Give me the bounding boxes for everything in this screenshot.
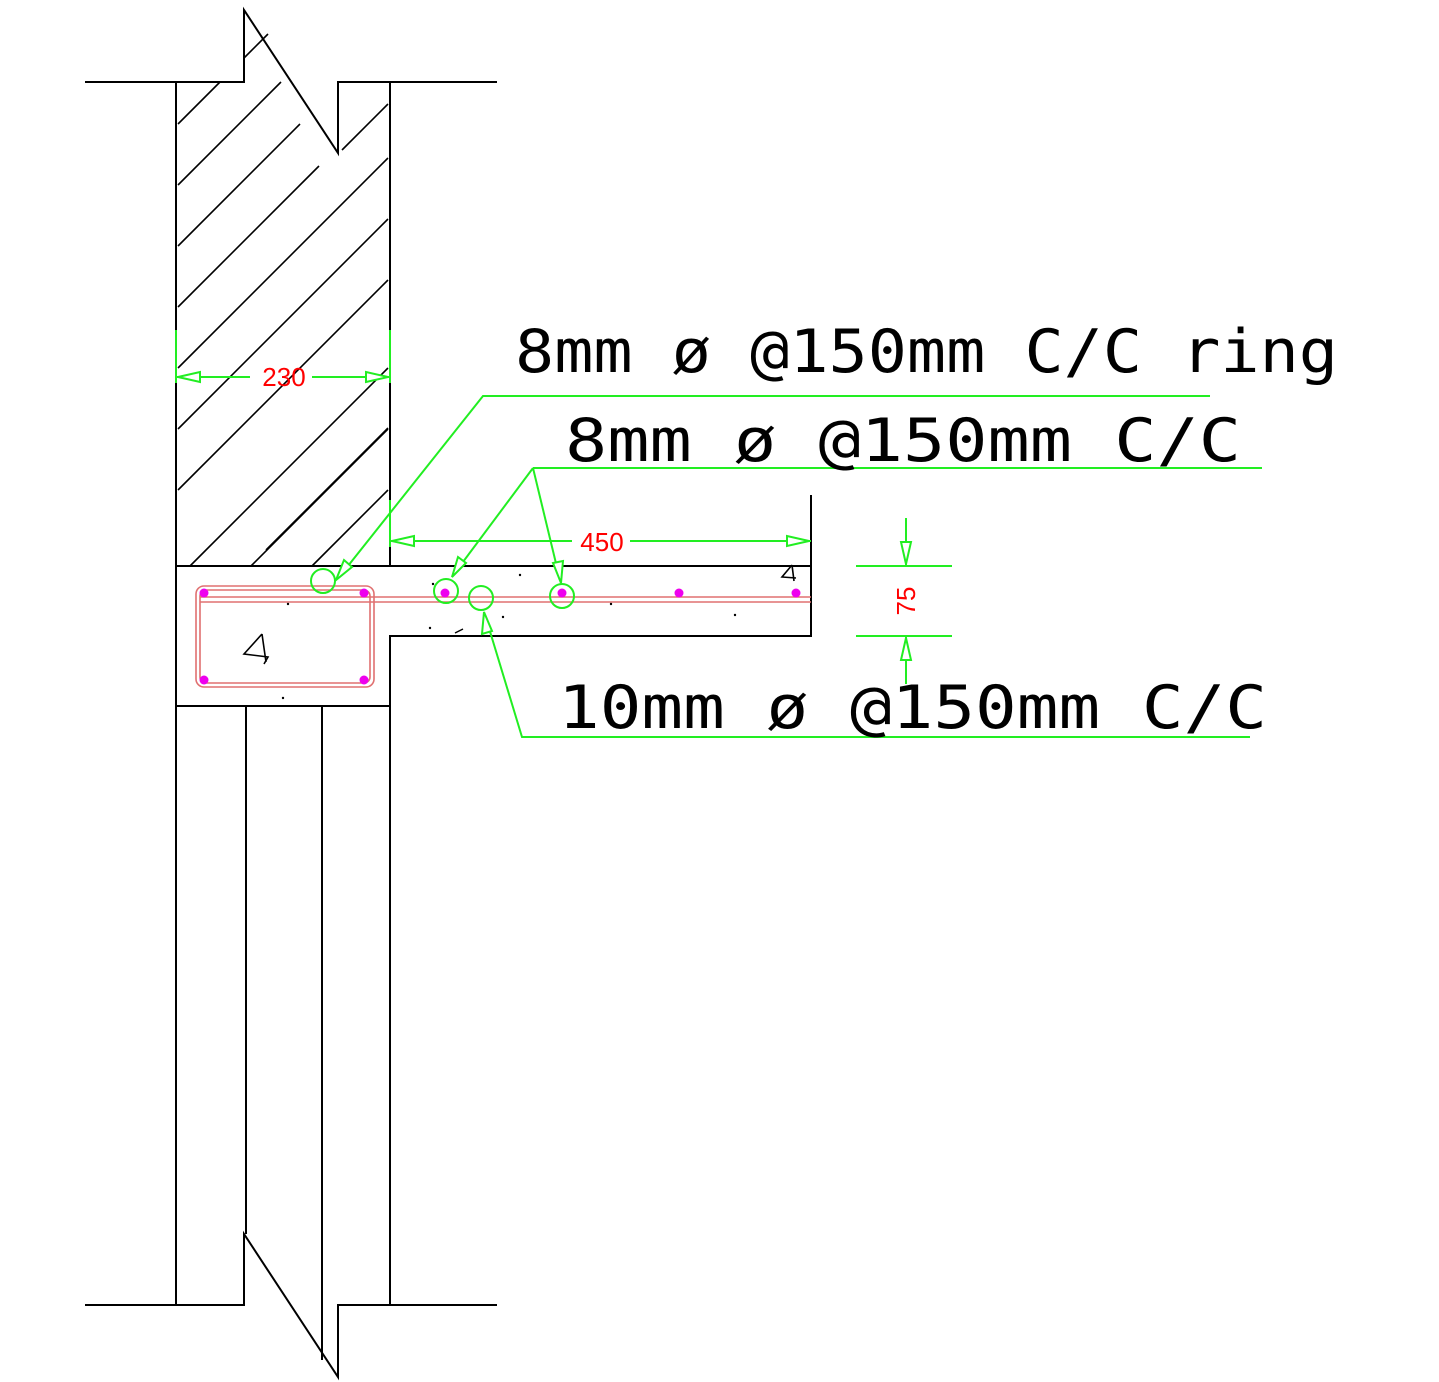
leader-ring-bar: 8mm ø @150mm C/C ring xyxy=(310,317,1338,594)
dimension-230: 230 xyxy=(175,330,391,392)
dimension-450: 450 xyxy=(389,500,811,557)
bar-dot xyxy=(199,588,209,598)
concrete-specks xyxy=(281,573,737,700)
bar-dot xyxy=(440,588,450,598)
dimension-230-text: 230 xyxy=(262,362,305,392)
bar-dot xyxy=(674,588,684,598)
upper-break-line xyxy=(85,6,497,157)
dimension-75-text: 75 xyxy=(891,587,921,616)
leader-main-bar: 10mm ø @150mm C/C xyxy=(468,585,1267,743)
upper-wall xyxy=(85,6,497,567)
bar-dot xyxy=(199,675,209,685)
lower-wall xyxy=(85,706,497,1381)
bar-dot xyxy=(359,675,369,685)
section-mark-lintel xyxy=(242,633,270,665)
ring-outer xyxy=(195,585,375,688)
leader-distribution-bar: 8mm ø @150mm C/C xyxy=(433,406,1262,609)
label-distribution-bar: 8mm ø @150mm C/C xyxy=(565,406,1241,476)
bar-dot xyxy=(557,588,567,598)
bar-dot xyxy=(791,588,801,598)
label-main-bar: 10mm ø @150mm C/C xyxy=(558,673,1267,743)
section-mark-slab xyxy=(780,564,797,582)
bar-dot xyxy=(359,588,369,598)
lower-break-line xyxy=(85,1230,497,1381)
dimension-450-text: 450 xyxy=(580,527,623,557)
label-ring-bar: 8mm ø @150mm C/C ring xyxy=(515,317,1338,387)
dimension-75: 75 xyxy=(856,518,952,684)
ring-inner xyxy=(199,589,371,684)
reinforcement xyxy=(195,585,811,688)
masonry-hatch xyxy=(177,33,389,567)
